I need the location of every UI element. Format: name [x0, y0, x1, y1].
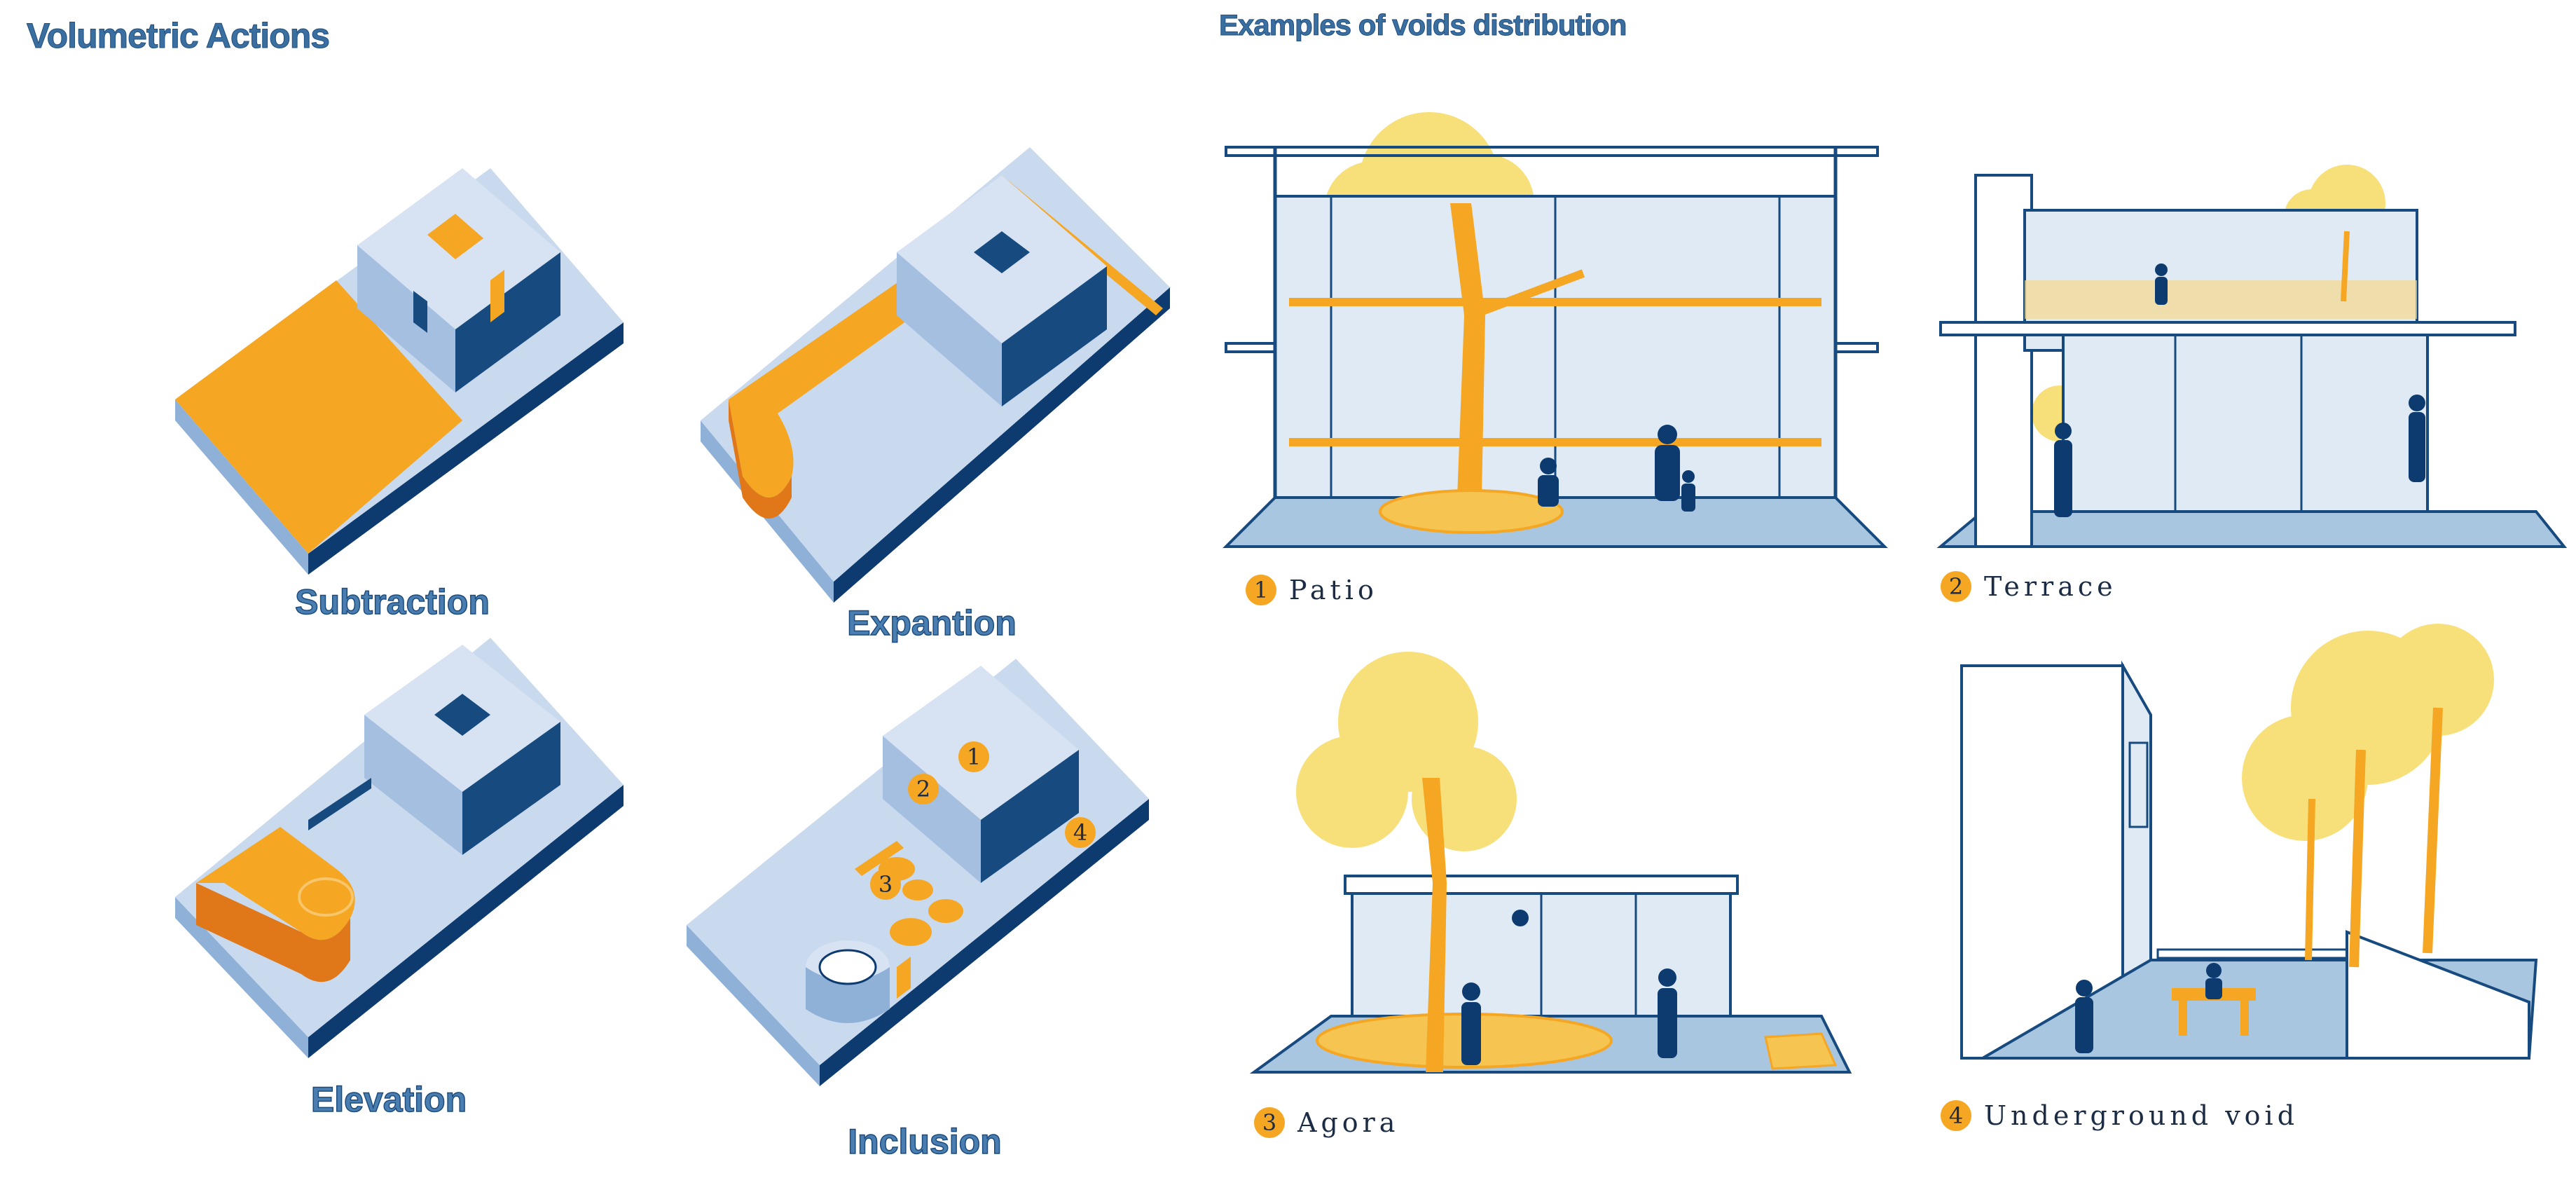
example-agora-label: 3 Agora [1254, 1107, 1399, 1138]
terrace-illustration [1936, 165, 2568, 548]
inclusion-marker-1: 1 [958, 741, 989, 772]
caption-inclusion: Inclusion [848, 1121, 1003, 1162]
subtraction-model [175, 168, 624, 575]
underground-void-illustration [1960, 624, 2538, 1060]
underground-void-number-badge: 4 [1941, 1100, 1971, 1131]
expantion-model [701, 147, 1170, 603]
voids-distribution-heading: Examples of voids distribution [1218, 8, 1627, 42]
volumetric-actions-heading: Volumetric Actions [26, 16, 330, 56]
underground-void-label-text: Underground void [1984, 1100, 2299, 1131]
terrace-number-badge: 2 [1941, 571, 1971, 602]
inclusion-marker-3: 3 [870, 869, 901, 900]
agora-illustration [1249, 652, 1852, 1074]
example-terrace-label: 2 Terrace [1941, 571, 2117, 602]
caption-subtraction: Subtraction [294, 582, 490, 622]
inclusion-marker-4: 4 [1065, 817, 1096, 848]
agora-label-text: Agora [1297, 1107, 1400, 1138]
caption-elevation: Elevation [310, 1079, 467, 1120]
patio-label-text: Patio [1289, 575, 1378, 605]
caption-expantion: Expantion [846, 603, 1017, 643]
patio-number-badge: 1 [1246, 575, 1276, 605]
inclusion-model [687, 659, 1149, 1086]
terrace-label-text: Terrace [1984, 571, 2117, 602]
agora-number-badge: 3 [1254, 1107, 1285, 1138]
example-patio-label: 1 Patio [1246, 575, 1378, 605]
inclusion-marker-2: 2 [908, 774, 939, 804]
patio-illustration [1222, 112, 1888, 548]
example-underground-void-label: 4 Underground void [1941, 1100, 2299, 1131]
elevation-model [175, 638, 624, 1058]
